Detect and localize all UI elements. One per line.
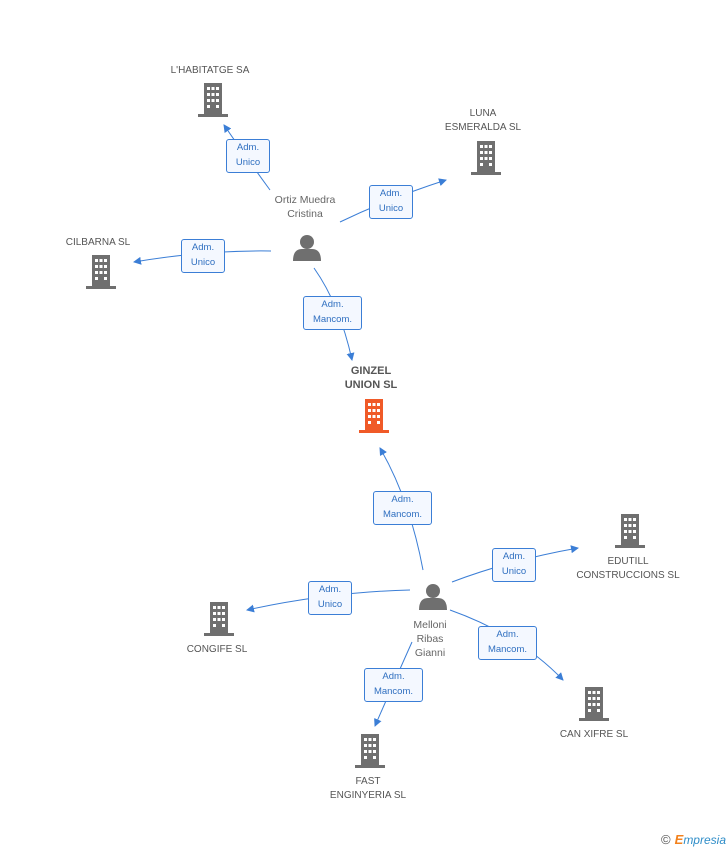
edge-label-ortiz-cilbarna[interactable]: Adm. Unico: [181, 239, 225, 273]
node-label-congife[interactable]: CONGIFE SL: [186, 644, 248, 655]
building-icon-ginzel[interactable]: [359, 399, 389, 433]
edge-label-line1: Adm.: [236, 142, 260, 153]
node-label-luna-line2: ESMERALDA SL: [444, 122, 522, 133]
node-label-luna-line1: LUNA: [469, 108, 497, 119]
node-label-fast-line2: ENGINYERIA SL: [329, 790, 407, 801]
node-label-edutill-line2: CONSTRUCCIONS SL: [576, 570, 680, 581]
person-label-ortiz[interactable]: Ortiz Muedra Cristina: [255, 193, 355, 221]
brand-logo: Empresia: [674, 832, 726, 847]
person-label-ortiz-line1: Ortiz Muedra: [274, 194, 336, 206]
person-icons: [293, 235, 447, 610]
edge-label-melloni-ginzel[interactable]: Adm. Mancom.: [373, 491, 432, 525]
node-label-canxifre[interactable]: CAN XIFRE SL: [559, 729, 629, 740]
building-icon-cilbarna[interactable]: [86, 255, 116, 289]
edge-label-line2: Mancom.: [382, 509, 423, 520]
footer-brand[interactable]: ©Empresia: [661, 832, 726, 847]
building-icon-fast[interactable]: [355, 734, 385, 768]
node-label-luna[interactable]: LUNA ESMERALDA SL: [423, 107, 543, 135]
person-label-melloni-line1: Melloni: [413, 619, 447, 631]
edge-label-line2: Unico: [378, 203, 404, 214]
edge-label-line2: Unico: [317, 599, 343, 610]
node-label-fast-line1: FAST: [355, 776, 381, 787]
person-icon-ortiz[interactable]: [293, 235, 321, 261]
edge-label-line1: Adm.: [191, 242, 215, 253]
node-label-edutill-line1: EDUTILL: [607, 556, 649, 567]
edge-label-line2: Unico: [235, 157, 261, 168]
edge-label-line1: Adm.: [318, 584, 342, 595]
edge-label-ortiz-luna[interactable]: Adm. Unico: [369, 185, 413, 219]
node-label-habitatge[interactable]: L'HABITATGE SA: [170, 65, 250, 76]
node-label-ginzel-line1: GINZEL: [350, 365, 392, 377]
person-icon-melloni[interactable]: [419, 584, 447, 610]
building-icons: [86, 83, 645, 768]
edge-label-line1: Adm.: [379, 188, 403, 199]
node-label-edutill[interactable]: EDUTILL CONSTRUCCIONS SL: [568, 555, 688, 583]
building-icon-congife[interactable]: [204, 602, 234, 636]
edge-label-line2: Unico: [190, 257, 216, 268]
person-label-melloni[interactable]: Melloni Ribas Gianni: [395, 618, 465, 660]
edge-label-melloni-edutill[interactable]: Adm. Unico: [492, 548, 536, 582]
edge-label-line1: Adm.: [496, 629, 519, 640]
node-label-ginzel[interactable]: GINZEL UNION SL: [321, 364, 421, 392]
person-label-melloni-line3: Gianni: [414, 647, 446, 659]
node-label-fast[interactable]: FAST ENGINYERIA SL: [318, 775, 418, 803]
edge-label-melloni-congife[interactable]: Adm. Unico: [308, 581, 352, 615]
edge-label-line1: Adm.: [391, 494, 414, 505]
person-label-melloni-line2: Ribas: [416, 633, 444, 645]
edge-label-line2: Mancom.: [312, 314, 353, 325]
building-icon-canxifre[interactable]: [579, 687, 609, 721]
building-icon-luna[interactable]: [471, 141, 501, 175]
person-label-ortiz-line2: Cristina: [287, 208, 323, 220]
edge-label-ortiz-habitatge[interactable]: Adm. Unico: [226, 139, 270, 173]
building-icon-habitatge[interactable]: [198, 83, 228, 117]
edge-label-ortiz-ginzel[interactable]: Adm. Mancom.: [303, 296, 362, 330]
edge-label-melloni-fast[interactable]: Adm. Mancom.: [364, 668, 423, 702]
brand-initial: E: [674, 832, 684, 847]
brand-name: mpresia: [683, 833, 726, 847]
edge-label-line1: Adm.: [502, 551, 526, 562]
edge-label-line1: Adm.: [382, 671, 405, 682]
edge-label-line1: Adm.: [321, 299, 344, 310]
building-icon-edutill[interactable]: [615, 514, 645, 548]
node-label-cilbarna[interactable]: CILBARNA SL: [65, 237, 131, 248]
edge-label-line2: Mancom.: [487, 644, 528, 655]
edge-label-line2: Unico: [501, 566, 527, 577]
edge-label-melloni-canxifre[interactable]: Adm. Mancom.: [478, 626, 537, 660]
edge-label-line2: Mancom.: [373, 686, 414, 697]
node-label-ginzel-line2: UNION SL: [344, 379, 398, 391]
copyright-icon: ©: [661, 832, 671, 847]
